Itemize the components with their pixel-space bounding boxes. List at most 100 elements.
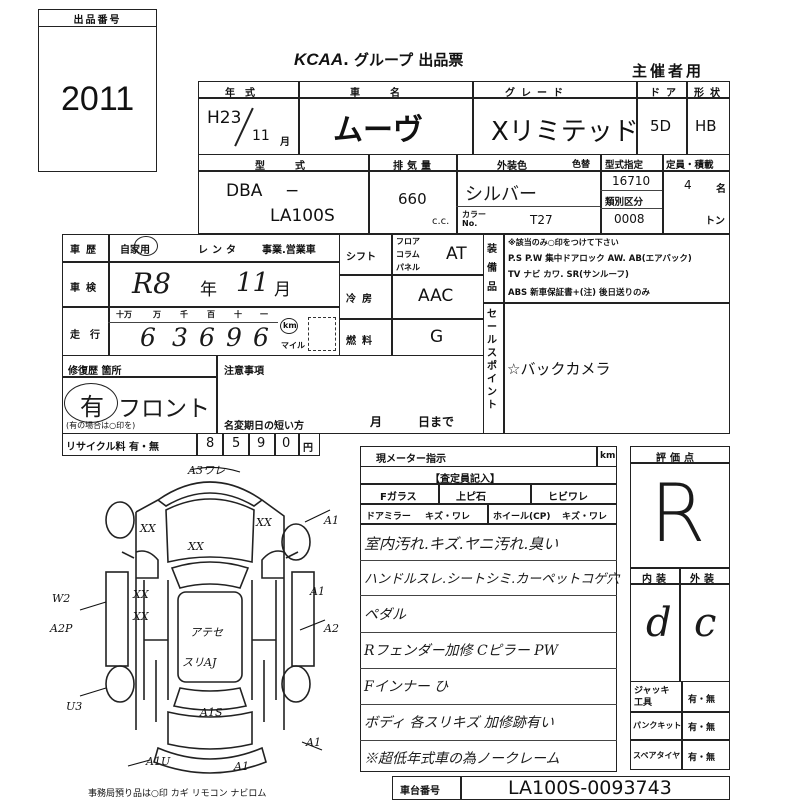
- left-doors: [143, 580, 169, 700]
- inspector-footer: ※超低年式車の為ノークレーム: [364, 751, 560, 767]
- comment-3: ペダル: [364, 607, 406, 623]
- brand-logo: KCAA: [294, 50, 344, 69]
- capacity-value: 4: [684, 178, 692, 192]
- shift-opt-floor: フロア: [396, 237, 420, 246]
- disp-unit: c.c.: [432, 216, 450, 227]
- class-label: 類別区分: [605, 197, 644, 208]
- mark-u3: U3: [66, 700, 82, 713]
- right-fender: [261, 550, 285, 579]
- glass-opts2: ヒビワレ: [548, 492, 588, 503]
- left-side-panel: [105, 571, 129, 667]
- inspector-title: 【査定員記入】: [430, 474, 500, 485]
- mark-xx-3: XX: [255, 516, 273, 529]
- lot-number-value: 2011: [61, 80, 135, 118]
- mark-a1-4: A1: [233, 760, 249, 773]
- car-damage-diagram: A3ワレ XX XX XX A1 XX A1 W2 A2P XX A2 アテセ …: [49, 464, 339, 774]
- spare-label: スペアタイヤ: [633, 751, 681, 760]
- private-circle: [134, 236, 158, 256]
- recycle-label: リサイクル料 有・無: [66, 442, 159, 453]
- mark-atese: アテセ: [190, 626, 224, 639]
- mark-xx-1: XX: [187, 540, 205, 553]
- rear-window: [172, 687, 248, 711]
- comment-6: ボディ 各スリキズ 加修跡有い: [364, 715, 554, 731]
- year-era: H23: [207, 108, 242, 128]
- recycle-digit-4: 0: [282, 436, 291, 451]
- equipment-line3: ABS 新車保証書+(注) 後日送りのみ: [508, 288, 650, 298]
- exterior-label: 外装: [690, 574, 718, 585]
- mark-a1s: A1S: [199, 706, 223, 719]
- mark-a2p: A2P: [49, 622, 73, 635]
- sales-point-text: ☆バックカメラ: [507, 360, 611, 378]
- mile-label: マイル: [281, 341, 305, 350]
- recycle-digit-2: 5: [232, 436, 241, 451]
- jack-opt: 有・無: [688, 695, 716, 705]
- mirror-label: ドアミラー: [366, 512, 411, 522]
- jack-label: ジャッキ工具: [634, 686, 670, 708]
- place-label-100: 百: [207, 310, 215, 319]
- shift-label: シフト: [346, 252, 376, 263]
- chassis-value: LA100S-0093743: [508, 777, 672, 799]
- glass-opts: 上ピ石: [456, 492, 486, 503]
- disp-value: 660: [398, 190, 427, 208]
- mirror-left: [121, 551, 135, 559]
- type-num-value: 16710: [612, 174, 651, 188]
- fuel-value: G: [430, 327, 444, 347]
- capacity-unit: 名: [716, 184, 726, 195]
- repair-label: 修復歴 箇所: [68, 366, 122, 377]
- repair-sub: (有の場合は○印を): [66, 421, 136, 430]
- right-side-panel: [291, 571, 315, 667]
- chassis-label: 車台番号: [400, 786, 440, 797]
- name-header: 車名: [350, 88, 430, 99]
- title-text: . グループ 出品票: [343, 51, 464, 69]
- sales-point-label: セールスポイント: [487, 309, 497, 411]
- comment-2: ハンドルスレ.シートシミ.カーペットコゲ穴: [364, 572, 620, 587]
- color-header: 外装色: [497, 161, 527, 172]
- punk-opt: 有・無: [688, 723, 716, 733]
- mark-suri: スリAJ: [182, 656, 217, 669]
- shift-opt-column: コラム: [396, 250, 420, 259]
- model-header: 型式: [255, 161, 335, 172]
- body-outline: [135, 499, 285, 730]
- color-change-header: 色替: [572, 160, 591, 170]
- score-header: 評価点: [656, 453, 698, 464]
- mileage-checkbox: [308, 317, 336, 351]
- roof: [177, 591, 243, 683]
- body-value: HB: [695, 117, 717, 135]
- notes-label: 注意事項: [224, 366, 264, 377]
- inspection-month: 11: [236, 268, 270, 298]
- inspection-year-unit: 年: [200, 280, 217, 300]
- repair-part: フロント: [118, 396, 210, 422]
- meter-unit: km: [600, 451, 616, 461]
- comment-5: Fインナー ひ: [364, 679, 449, 695]
- inspector-block: [360, 466, 617, 772]
- grade-value: Xリミテッド: [491, 117, 639, 147]
- aircon-value: AAC: [418, 286, 454, 306]
- history-opt-rental: レンタ: [198, 245, 240, 256]
- mileage-label: 走行: [70, 330, 110, 341]
- bottom-note: 事務局預り品は○印 カギ リモコン ナビロム: [88, 789, 267, 799]
- door-header: ドア: [650, 88, 682, 99]
- rear-bumper: [153, 746, 267, 774]
- aircon-label: 冷房: [346, 294, 378, 305]
- mileage-digit-1: 6: [140, 323, 156, 352]
- sheet-title: KCAA. グループ 出品票: [294, 49, 463, 70]
- equipment-line1: P.S P.W 集中ドアロック AW. AB(エアバック): [508, 254, 692, 264]
- mark-xx-4: XX: [132, 588, 150, 601]
- type-num-label: 型式指定: [605, 160, 644, 171]
- mark-a3-ware: A3ワレ: [187, 464, 225, 477]
- history-opt-business: 事業.営業車: [262, 245, 316, 256]
- grade-header: グレード: [505, 88, 569, 99]
- wheel-opts: キズ・ワレ: [562, 512, 608, 522]
- spare-opt: 有・無: [688, 753, 716, 763]
- lot-number-header: 出品番号: [39, 10, 156, 27]
- class-value: 0008: [614, 212, 645, 226]
- exterior-score: c: [694, 600, 717, 646]
- equipment-line2: TV ナビ カワ. SR(サンルーフ): [508, 270, 629, 280]
- rear-gate: [167, 710, 253, 750]
- lot-number-box: 出品番号 2011: [38, 9, 157, 172]
- load-unit: トン: [705, 216, 725, 227]
- vehicle-info-row2: [198, 154, 730, 234]
- place-label-1k: 千: [180, 310, 188, 319]
- mileage-digit-2: 3: [172, 323, 188, 352]
- equipment-note: ※該当のみ○印をつけて下さい: [508, 238, 619, 247]
